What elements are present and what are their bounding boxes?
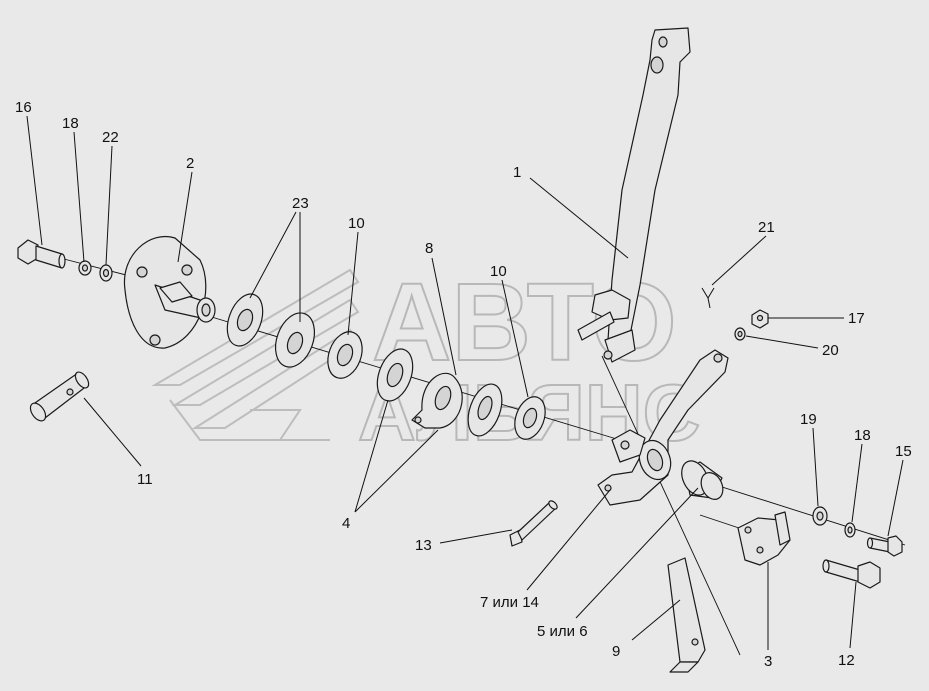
part-19-washer-right	[812, 506, 828, 526]
callout-9: 9	[612, 643, 620, 660]
callout-11: 11	[137, 471, 153, 488]
callout-20: 20	[822, 342, 839, 359]
part-10-washer-left	[327, 331, 363, 379]
part-18-lock-washer-right	[844, 522, 856, 538]
callout-17: 17	[848, 310, 865, 327]
callout-4: 4	[342, 515, 350, 532]
callout-5-or-6: 5 или 6	[537, 623, 588, 640]
part-8-tab-washer	[411, 372, 463, 429]
callout-22: 21	[758, 219, 775, 236]
callout-10-right: 10	[490, 263, 507, 280]
callout-23: 23	[292, 195, 309, 212]
watermark: АВТО АЛЬЯНС	[151, 260, 701, 458]
callout-10-left: 10	[348, 215, 365, 232]
part-11-pin	[29, 371, 90, 422]
callout-18-right: 18	[854, 427, 871, 444]
leader-lines	[26, 115, 904, 650]
callout-13: 13	[415, 537, 432, 554]
callout-labels: 16 18 22 2 23 10 8 10 1 21 17 20 11 4 13…	[15, 99, 912, 670]
part-20-washer	[734, 327, 746, 341]
part-21-washer-left	[99, 264, 113, 282]
part-22-cotter-pin	[701, 287, 715, 309]
part-23-washer-a	[226, 293, 264, 347]
part-3-bracket	[737, 511, 791, 566]
callout-19: 19	[800, 411, 817, 428]
part-16-bolt	[17, 239, 66, 269]
callout-8: 8	[425, 240, 433, 257]
part-23-washer-b	[274, 312, 316, 368]
callout-1: 1	[513, 164, 521, 181]
callout-21: 22	[102, 129, 119, 146]
part-10-washer-right	[514, 396, 546, 440]
callout-18-left: 18	[62, 115, 79, 132]
callout-7-or-14: 7 или 14	[480, 594, 539, 611]
callout-16: 16	[15, 99, 32, 116]
callout-3: 3	[764, 653, 772, 670]
part-2-flange	[123, 236, 216, 349]
callout-15: 15	[895, 443, 912, 460]
part-9-plate	[667, 557, 706, 673]
part-12-bolt	[822, 559, 881, 589]
part-17-nut	[751, 309, 769, 329]
part-5-bushing	[681, 460, 724, 500]
part-18-lock-washer-left	[78, 260, 92, 276]
part-1-lever-rod	[577, 27, 691, 363]
callout-2: 2	[186, 155, 194, 172]
part-13-bolt	[509, 500, 558, 547]
assembly-axes	[59, 257, 906, 656]
callout-12: 12	[838, 652, 855, 669]
part-15-bolt	[866, 535, 903, 557]
part-4-washer-b	[467, 383, 503, 437]
part-4-washer-a	[376, 348, 414, 402]
part-7-lever-arm	[597, 349, 729, 506]
